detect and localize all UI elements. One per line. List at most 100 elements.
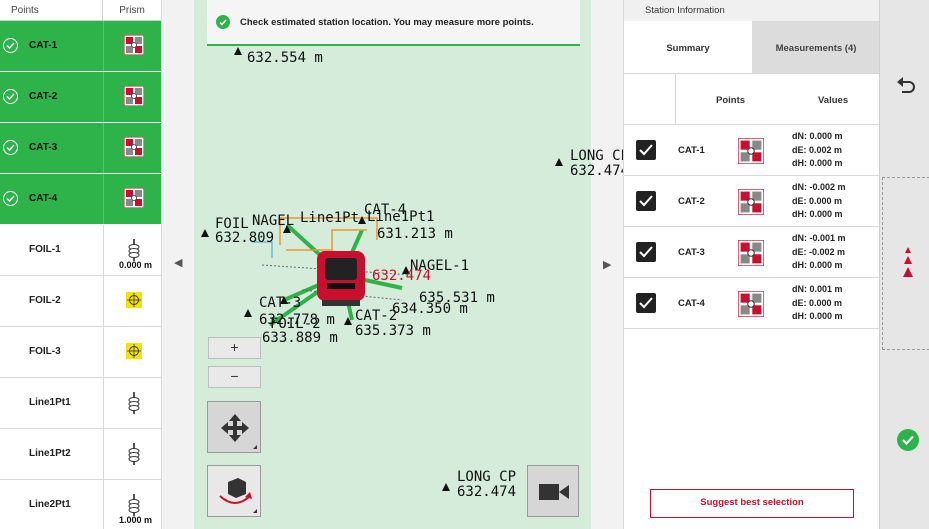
values-column-header: Values <box>818 95 849 106</box>
station-info-panel: Station Information Summary Measurements… <box>623 0 880 529</box>
station-setup-group <box>882 177 929 350</box>
point-row-foil-2[interactable]: FOIL-2 <box>0 276 161 327</box>
suggest-best-selection-button[interactable]: Suggest best selection <box>650 489 854 518</box>
confirm-button[interactable] <box>897 429 919 451</box>
view-3d-button[interactable] <box>207 465 261 517</box>
cat-prism-icon <box>737 188 765 216</box>
map-label: CAT-3 <box>259 295 301 311</box>
station-tabs: Summary Measurements (4) <box>624 21 880 74</box>
pole-prism-icon <box>124 494 144 516</box>
collapse-left-chevron-icon[interactable]: ◀ <box>174 257 183 269</box>
move-arrows-icon <box>221 414 249 442</box>
map-label: FOIL-2 <box>270 316 321 332</box>
include-checkbox[interactable] <box>636 242 656 262</box>
point-row-cat-1[interactable]: CAT-1 <box>0 21 161 72</box>
zoom-out-button[interactable]: − <box>208 366 261 388</box>
residual-values: dN: -0.001 m dE: -0.002 m dH: 0.000 m <box>792 232 846 273</box>
residual-dh: dH: 0.000 m <box>792 260 843 270</box>
red-triangles-icon <box>903 247 913 277</box>
map-label: 631.213 m <box>377 226 453 242</box>
checked-circle-icon[interactable] <box>3 140 18 155</box>
measurements-table-header: Points Values <box>624 74 880 125</box>
residual-de: dE: 0.000 m <box>792 195 843 206</box>
point-row-line1pt2[interactable]: Line1Pt2 <box>0 429 161 480</box>
undo-icon <box>897 77 915 93</box>
video-camera-icon <box>539 484 569 500</box>
map-label: Line1Pt1 <box>367 209 434 225</box>
point-row-cat-3[interactable]: CAT-3 <box>0 123 161 174</box>
map-label: 634.350 m <box>392 301 468 317</box>
point-row-cat-2[interactable]: CAT-2 <box>0 72 161 123</box>
measurement-row-cat-3[interactable]: CAT-3 dN: -0.001 m dE: -0.002 m dH: 0.000 m <box>624 227 880 278</box>
include-checkbox[interactable] <box>636 191 656 211</box>
include-checkbox[interactable] <box>636 140 656 160</box>
residual-de: dE: 0.002 m <box>792 144 843 155</box>
rotate-cube-icon <box>219 478 252 504</box>
points-column-header: Points <box>0 0 103 20</box>
target-foil-icon <box>124 341 144 361</box>
measurement-point-name: CAT-2 <box>678 196 705 207</box>
map-label: CAT-4 <box>364 202 406 218</box>
point-name: FOIL-1 <box>29 244 61 255</box>
residual-dn: dN: -0.002 m <box>792 182 846 192</box>
residual-de: dE: -0.002 m <box>792 246 846 257</box>
cat-prism-icon <box>737 239 765 267</box>
map-label: 632.554 m <box>247 50 323 66</box>
map-label: 632.778 m <box>259 312 335 328</box>
undo-button[interactable] <box>896 74 916 99</box>
map-label: 632.474 <box>457 484 516 500</box>
checked-circle-icon[interactable] <box>3 89 18 104</box>
pole-prism-icon <box>124 239 144 261</box>
tab-summary[interactable]: Summary <box>624 21 752 73</box>
tab-measurements[interactable]: Measurements (4) <box>752 21 880 73</box>
point-name: Line1Pt2 <box>29 448 71 459</box>
point-name: CAT-4 <box>29 193 58 204</box>
check-icon <box>902 435 914 445</box>
cat-prism-icon <box>123 85 145 107</box>
map-label: NAGEL <box>252 213 294 229</box>
pan-tool-button[interactable] <box>207 401 261 453</box>
cat-prism-icon <box>737 290 765 318</box>
residual-dh: dH: 0.000 m <box>792 311 843 321</box>
point-name: CAT-2 <box>29 91 58 102</box>
point-row-foil-3[interactable]: FOIL-3 <box>0 327 161 378</box>
map-label: Line1Pt <box>300 210 359 226</box>
point-markers <box>201 47 563 491</box>
point-name: CAT-1 <box>29 40 58 51</box>
point-name: FOIL-3 <box>29 346 61 357</box>
map-label: CAT-2 <box>355 308 397 324</box>
map-label: LONG CP <box>570 148 623 164</box>
cat-prism-icon <box>737 137 765 165</box>
checked-circle-icon[interactable] <box>3 38 18 53</box>
points-column-header: Points <box>716 95 746 106</box>
cat-prism-icon <box>123 136 145 158</box>
pole-prism-icon <box>124 392 144 414</box>
map-label: 633.889 m <box>262 330 338 346</box>
prism-height: 1.000 m <box>118 515 152 525</box>
map-view[interactable]: 632.554 m LONG CP 632.474 FOIL NAGEL Lin… <box>162 0 623 529</box>
residual-dn: dN: -0.001 m <box>792 233 846 243</box>
expand-right-chevron-icon[interactable]: ▶ <box>603 259 612 271</box>
check-circle-icon <box>216 15 230 29</box>
checked-circle-icon[interactable] <box>3 191 18 206</box>
zoom-in-button[interactable]: + <box>208 337 261 359</box>
include-checkbox[interactable] <box>636 293 656 313</box>
banner-message: Check estimated station location. You ma… <box>240 17 534 28</box>
point-name: Line1Pt1 <box>29 397 71 408</box>
station-setup-button[interactable] <box>901 247 915 284</box>
measurement-point-name: CAT-4 <box>678 298 705 309</box>
pole-prism-icon <box>124 443 144 465</box>
point-row-cat-4[interactable]: CAT-4 <box>0 174 161 225</box>
map-label: FOIL <box>215 216 249 232</box>
point-row-line1pt1[interactable]: Line1Pt1 <box>0 378 161 429</box>
camera-button[interactable] <box>527 465 579 517</box>
measurement-point-name: CAT-3 <box>678 247 705 258</box>
